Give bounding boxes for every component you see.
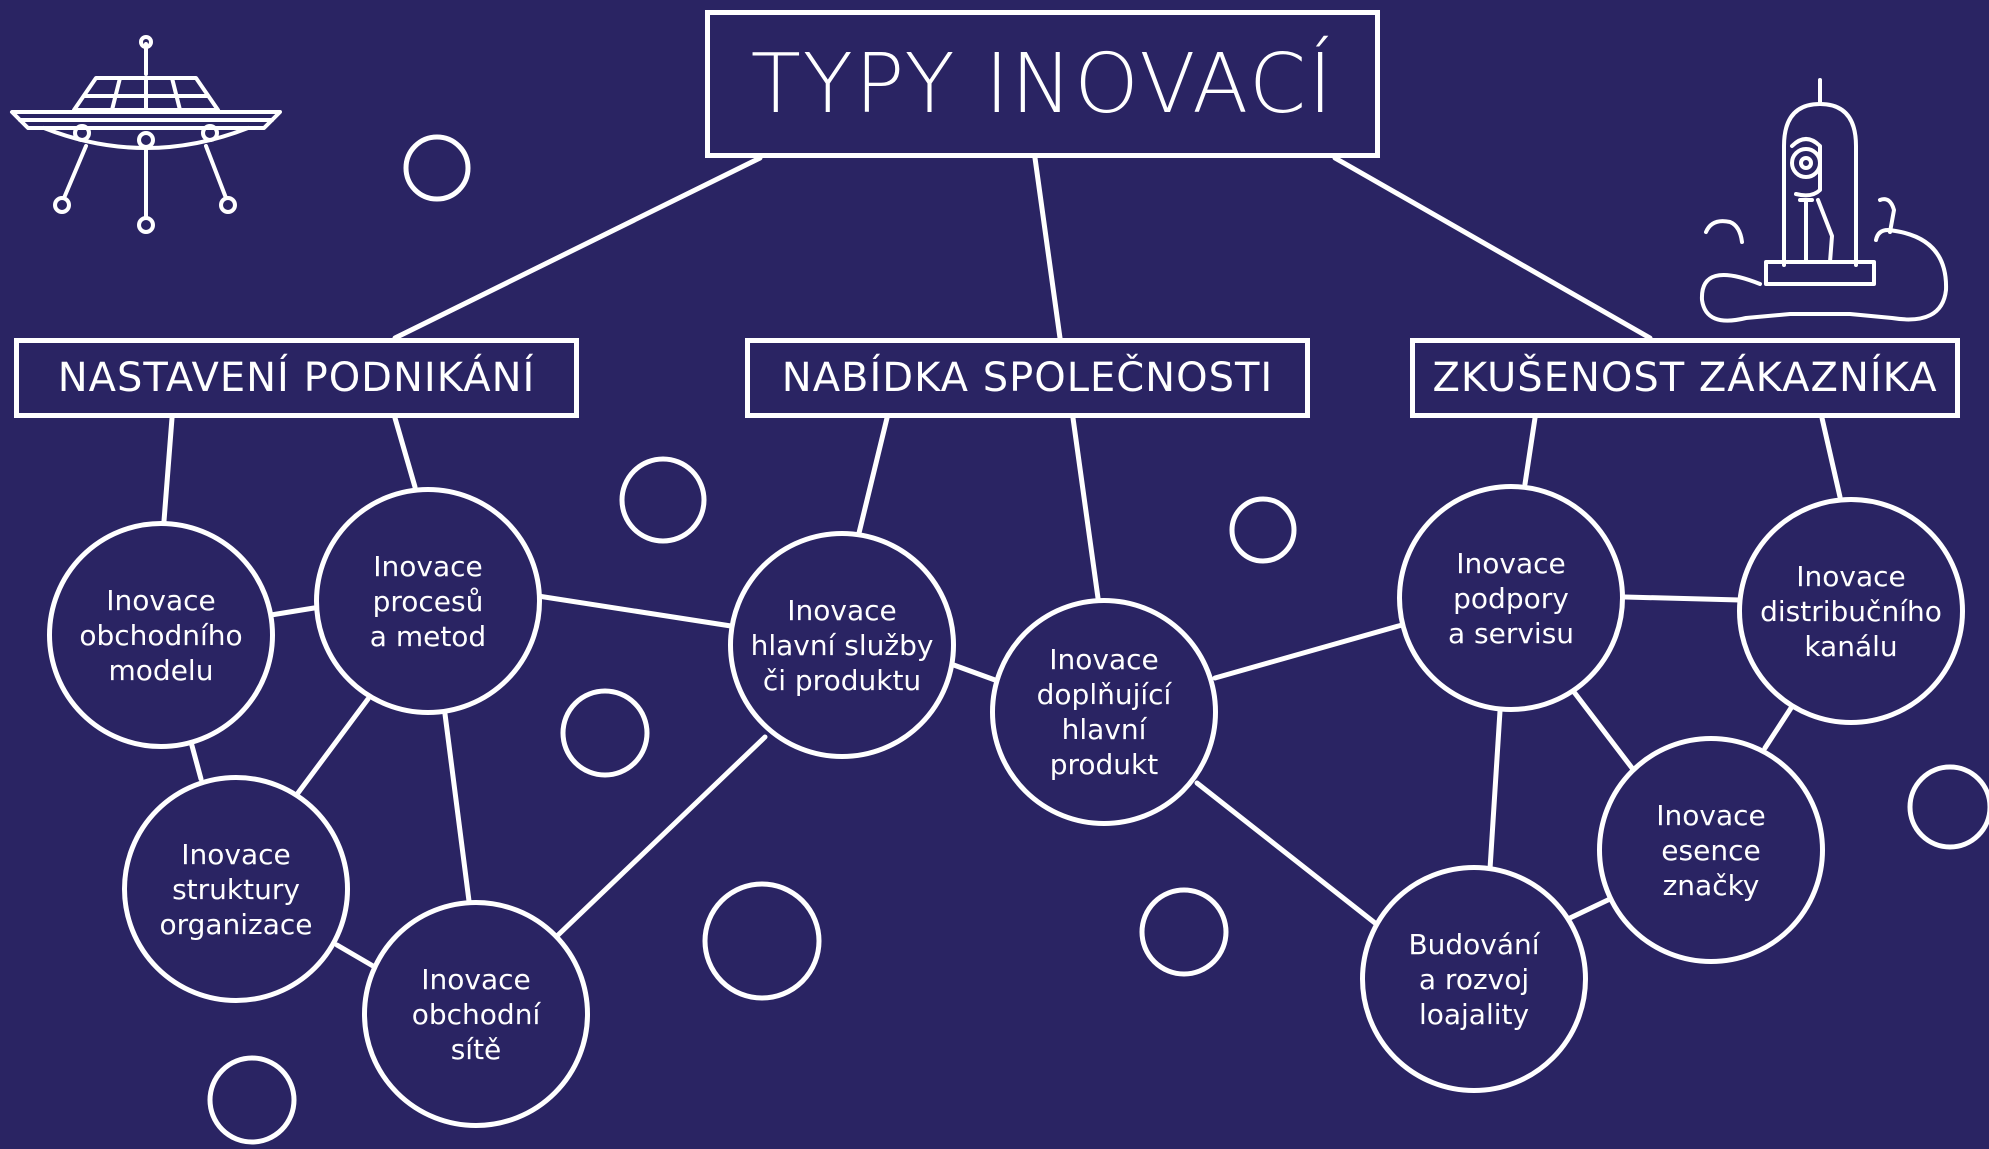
diagram-title: TYPY INOVACÍ — [705, 10, 1380, 158]
ufo-icon — [10, 35, 282, 234]
node-loyalty-label: Budování a rozvoj loajality — [1408, 927, 1540, 1031]
diagram-title-text: TYPY INOVACÍ — [750, 36, 1335, 132]
category-business-label: NASTAVENÍ PODNIKÁNÍ — [57, 355, 536, 401]
decorative-circle — [403, 134, 471, 202]
node-process: Inovace procesů a metod — [314, 487, 542, 715]
category-offer-label: NABÍDKA SPOLEČNOSTI — [781, 355, 1274, 401]
node-complement-label: Inovace doplňující hlavní produkt — [1036, 643, 1172, 781]
node-support: Inovace podpory a servisu — [1397, 484, 1625, 712]
node-structure-label: Inovace struktury organizace — [159, 837, 313, 941]
node-structure: Inovace struktury organizace — [122, 775, 350, 1003]
decorative-circle — [619, 456, 707, 544]
node-core-offer: Inovace hlavní služby či produktu — [728, 531, 956, 759]
category-customer-label: ZKUŠENOST ZÁKAZNÍKA — [1432, 355, 1938, 401]
category-offer: NABÍDKA SPOLEČNOSTI — [745, 338, 1310, 418]
node-brand: Inovace esence značky — [1597, 736, 1825, 964]
node-complement: Inovace doplňující hlavní produkt — [990, 598, 1218, 826]
decorative-circle — [702, 881, 822, 1001]
node-loyalty: Budování a rozvoj loajality — [1360, 865, 1588, 1093]
node-core-offer-label: Inovace hlavní služby či produktu — [750, 593, 934, 697]
node-distribution: Inovace distribučního kanálu — [1737, 497, 1965, 725]
decorative-circle — [1229, 496, 1297, 564]
category-customer: ZKUŠENOST ZÁKAZNÍKA — [1410, 338, 1960, 418]
node-network: Inovace obchodní sítě — [362, 900, 590, 1128]
decorative-circle — [207, 1055, 297, 1145]
decorative-circle — [1139, 887, 1229, 977]
node-business-model-label: Inovace obchodního modelu — [79, 583, 243, 687]
node-support-label: Inovace podpory a servisu — [1447, 546, 1575, 650]
node-brand-label: Inovace esence značky — [1656, 798, 1766, 902]
category-business: NASTAVENÍ PODNIKÁNÍ — [14, 338, 579, 418]
node-process-label: Inovace procesů a metod — [369, 549, 487, 653]
node-distribution-label: Inovace distribučního kanálu — [1760, 559, 1942, 663]
alien-in-capsule-icon — [1699, 78, 1949, 323]
decorative-circle — [1907, 764, 1989, 850]
node-network-label: Inovace obchodní sítě — [411, 962, 541, 1066]
decorative-circle — [560, 688, 650, 778]
node-business-model: Inovace obchodního modelu — [47, 521, 275, 749]
